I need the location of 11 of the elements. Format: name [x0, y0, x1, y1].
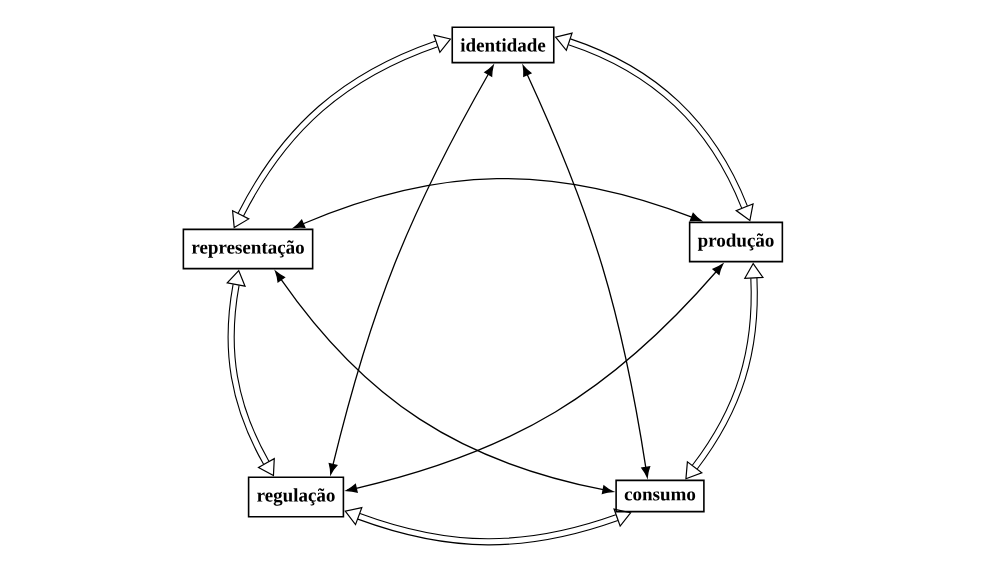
- arrow: [328, 65, 494, 475]
- arrow: [346, 263, 724, 493]
- double-arrow: [226, 269, 275, 477]
- arrow: [275, 270, 614, 495]
- label-box: representação: [182, 228, 314, 270]
- label-box: produção: [688, 221, 784, 263]
- label-box: regulação: [247, 476, 345, 518]
- label-box: consumo: [615, 479, 705, 513]
- arrow: [522, 65, 651, 478]
- label-box: identidade: [451, 26, 555, 64]
- arrow: [293, 178, 702, 229]
